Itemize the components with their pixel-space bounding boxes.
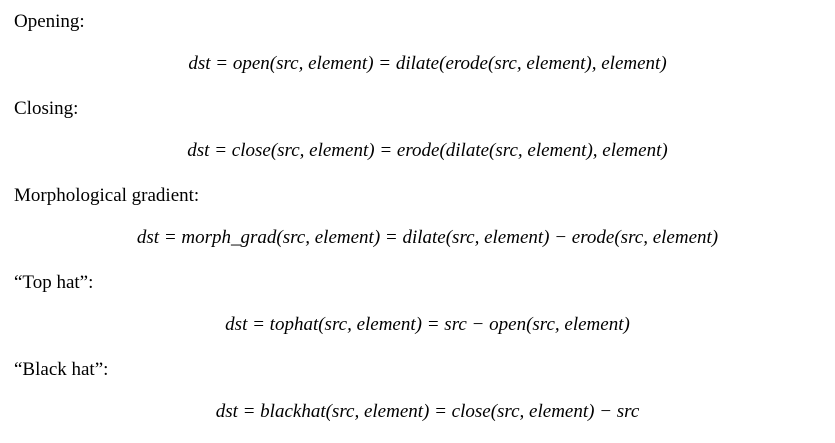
closing-formula: dst = close(src, element) = erode(dilate… — [0, 139, 835, 163]
morphological-gradient-formula-text: dst = morph_grad(src, element) = dilate(… — [136, 227, 719, 248]
closing-formula-text: dst = close(src, element) = erode(dilate… — [187, 140, 668, 161]
top-hat-formula: dst = tophat(src, element) = src − open(… — [0, 313, 835, 337]
morphological-gradient-label: Morphological gradient: — [14, 185, 200, 206]
top-hat-formula-text: dst = tophat(src, element) = src − open(… — [225, 314, 630, 335]
closing-label: Closing: — [14, 98, 79, 119]
morphological-gradient-formula: dst = morph_grad(src, element) = dilate(… — [0, 226, 835, 250]
opening-formula: dst = open(src, element) = dilate(erode(… — [0, 52, 835, 76]
top-hat-label: “Top hat”: — [14, 272, 94, 293]
black-hat-formula-text: dst = blackhat(src, element) = close(src… — [215, 401, 640, 422]
opening-label: Opening: — [14, 11, 85, 32]
opening-formula-text: dst = open(src, element) = dilate(erode(… — [188, 53, 667, 74]
black-hat-formula: dst = blackhat(src, element) = close(src… — [0, 400, 835, 424]
black-hat-label: “Black hat”: — [14, 359, 109, 380]
